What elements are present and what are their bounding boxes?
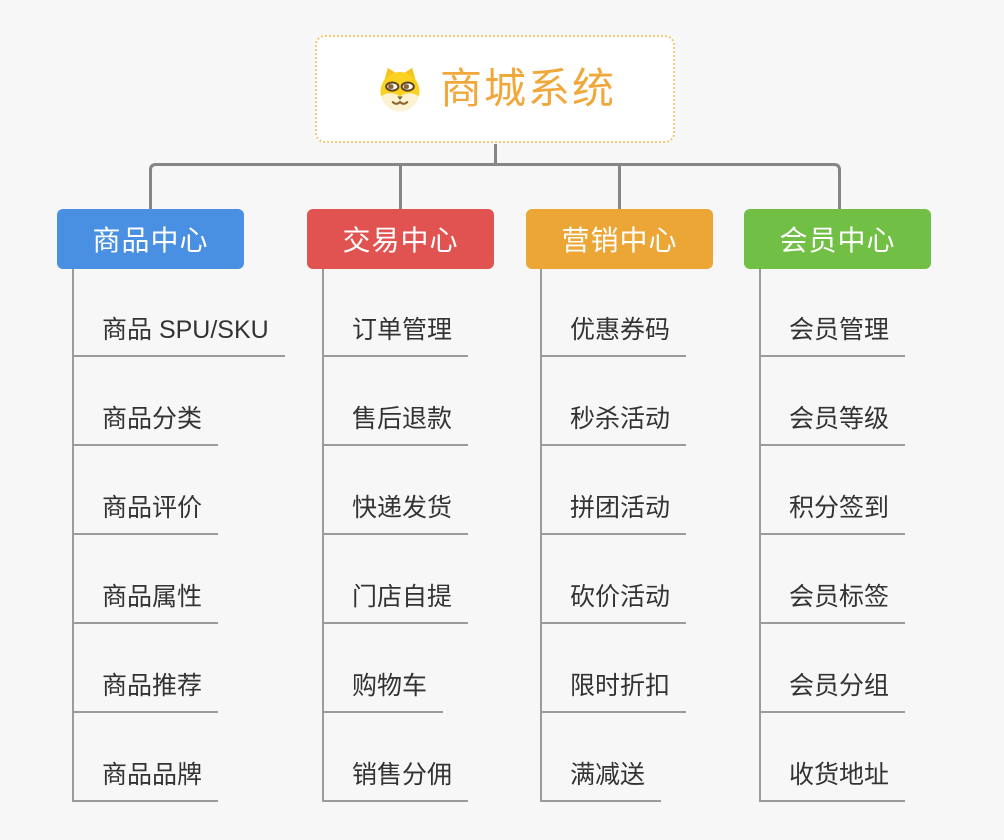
leaf-node[interactable]: 会员等级 [759, 402, 906, 446]
branch-node-member-center[interactable]: 会员中心 [744, 209, 931, 269]
branch-label: 会员中心 [779, 225, 896, 256]
leaf-node[interactable]: 售后退款 [322, 402, 469, 446]
dog-face-icon [380, 67, 420, 112]
leaf-node[interactable]: 订单管理 [322, 313, 469, 357]
leaf-node[interactable]: 销售分佣 [322, 758, 469, 802]
branch-label: 交易中心 [342, 225, 459, 256]
branch-vertical-line [322, 269, 324, 802]
branch-rail-line [149, 163, 841, 211]
leaf-node[interactable]: 商品品牌 [72, 758, 219, 802]
branch-node-trade-center[interactable]: 交易中心 [307, 209, 494, 269]
leaf-node[interactable]: 拼团活动 [540, 491, 687, 535]
leaf-node[interactable]: 积分签到 [759, 491, 906, 535]
branch-vertical-line [72, 269, 74, 802]
leaf-node[interactable]: 购物车 [322, 669, 444, 713]
branch-vertical-line [540, 269, 542, 802]
leaf-node[interactable]: 快递发货 [322, 491, 469, 535]
branch-vertical-line [759, 269, 761, 802]
leaf-node[interactable]: 满减送 [540, 758, 662, 802]
leaf-node[interactable]: 收货地址 [759, 758, 906, 802]
branch-node-marketing-center[interactable]: 营销中心 [526, 209, 713, 269]
leaf-node[interactable]: 会员管理 [759, 313, 906, 357]
leaf-node[interactable]: 商品分类 [72, 402, 219, 446]
branch-label: 商品中心 [92, 225, 209, 256]
leaf-node[interactable]: 商品推荐 [72, 669, 219, 713]
leaf-node[interactable]: 商品属性 [72, 580, 219, 624]
leaf-node[interactable]: 门店自提 [322, 580, 469, 624]
branch-label: 营销中心 [561, 225, 678, 256]
leaf-node[interactable]: 秒杀活动 [540, 402, 687, 446]
leaf-node[interactable]: 商品评价 [72, 491, 219, 535]
root-node[interactable]: 商城系统 [315, 35, 675, 143]
branch-node-product-center[interactable]: 商品中心 [57, 209, 244, 269]
leaf-node[interactable]: 会员标签 [759, 580, 906, 624]
root-title: 商城系统 [439, 65, 616, 112]
leaf-node[interactable]: 优惠券码 [540, 313, 687, 357]
leaf-node[interactable]: 商品 SPU/SKU [72, 313, 285, 357]
leaf-node[interactable]: 限时折扣 [540, 669, 687, 713]
leaf-node[interactable]: 砍价活动 [540, 580, 687, 624]
leaf-node[interactable]: 会员分组 [759, 669, 906, 713]
